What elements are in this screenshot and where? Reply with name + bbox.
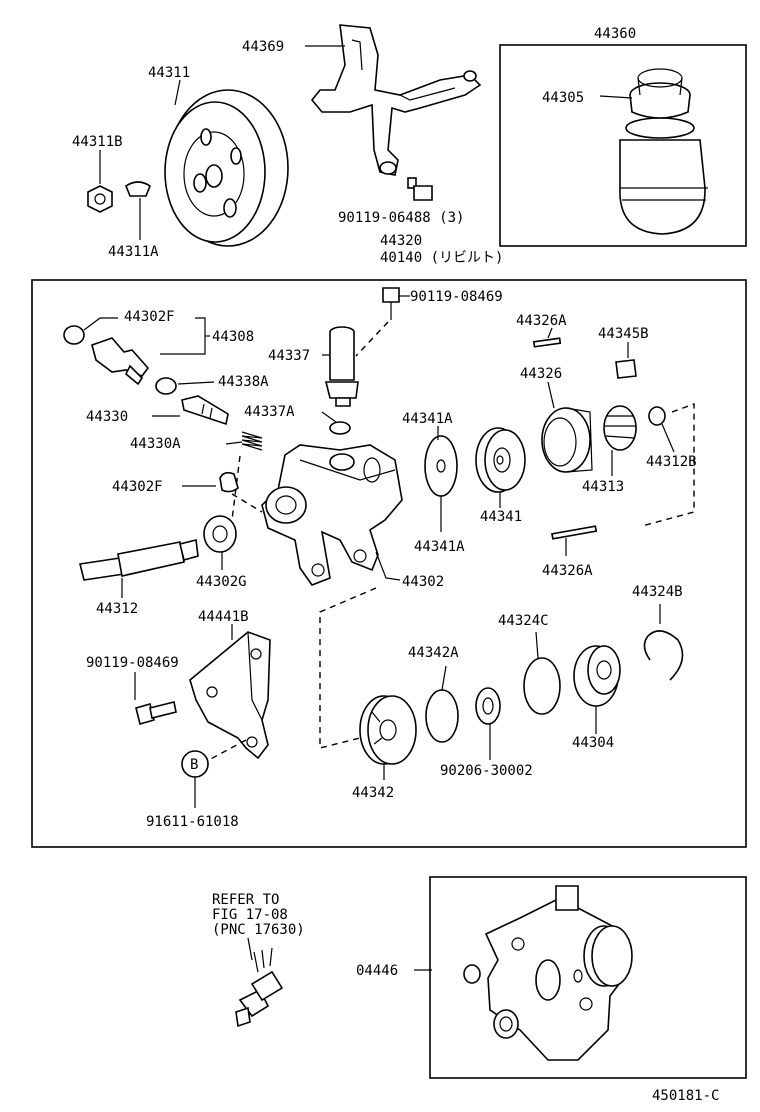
label-44313: 44313	[582, 479, 624, 495]
side-plate-44341	[475, 427, 526, 493]
fitting-44308	[91, 337, 150, 386]
label-44326: 44326	[520, 366, 562, 382]
label-44441B: 44441B	[198, 609, 249, 625]
shaft-44312	[79, 539, 199, 581]
bolt-90119-08469-bottom	[135, 701, 177, 725]
label-44324C: 44324C	[498, 613, 549, 629]
label-44320: 44320	[380, 233, 422, 249]
label-44360: 44360	[594, 26, 636, 42]
oring-44324C	[523, 657, 561, 715]
label-44302G: 44302G	[196, 574, 247, 590]
label-44312B: 44312B	[646, 454, 697, 470]
label-44341A-bottom: 44341A	[414, 539, 465, 555]
label-44341: 44341	[480, 509, 522, 525]
label-44330: 44330	[86, 409, 128, 425]
reservoir-box	[499, 44, 747, 247]
label-44305: 44305	[542, 90, 584, 106]
label-44308: 44308	[212, 329, 254, 345]
label-44311B: 44311B	[72, 134, 123, 150]
pump-assembly-box	[31, 279, 747, 848]
figure-code: 450181-C	[652, 1088, 719, 1104]
label-circle-b: B	[190, 757, 198, 773]
oring-44338A	[155, 377, 177, 395]
label-40140: 40140 (リビルト)	[380, 250, 503, 266]
oring-44337A	[329, 421, 351, 435]
bolt-90119-08469-top	[382, 287, 400, 320]
label-04446: 04446	[356, 963, 398, 979]
label-44326A-top: 44326A	[516, 313, 567, 329]
reservoir-44360	[619, 68, 708, 235]
label-91611-61018: 91611-61018	[146, 814, 239, 830]
bracket-44369	[310, 24, 482, 176]
label-44345B: 44345B	[598, 326, 649, 342]
label-44338A: 44338A	[218, 374, 269, 390]
label-44369: 44369	[242, 39, 284, 55]
cap-44302F-top	[63, 325, 85, 345]
pump-housing-44302	[261, 444, 403, 586]
nut-44311B	[87, 185, 113, 213]
plate-44341A-top	[424, 435, 458, 497]
seal-44302G	[203, 515, 237, 553]
kit-04446	[463, 885, 633, 1061]
label-44342A: 44342A	[408, 645, 459, 661]
cap-44302F-mid	[219, 471, 239, 493]
rotor-44313	[603, 405, 637, 451]
label-44324B: 44324B	[632, 584, 683, 600]
label-44326A-bottom: 44326A	[542, 563, 593, 579]
label-44304: 44304	[572, 735, 614, 751]
key-44311A	[125, 181, 151, 197]
kit-box	[429, 876, 747, 1079]
label-44302: 44302	[402, 574, 444, 590]
label-44341A-top: 44341A	[402, 411, 453, 427]
snap-ring-44312B	[648, 406, 666, 426]
pressure-switch	[235, 947, 284, 1028]
label-90119-08469-top: 90119-08469	[410, 289, 503, 305]
front-plate-44342	[359, 695, 417, 765]
label-44302F-mid: 44302F	[112, 479, 163, 495]
label-90119-08469-bottom: 90119-08469	[86, 655, 179, 671]
refer-line-2: FIG 17-08	[212, 907, 288, 923]
block-44345B	[615, 359, 637, 379]
oring-44342A	[425, 689, 459, 743]
pin-44326A-bottom	[551, 525, 598, 540]
label-44302F-top: 44302F	[124, 309, 175, 325]
connector-44337	[324, 326, 359, 407]
pulley-44311	[164, 89, 289, 247]
label-44337A: 44337A	[244, 404, 295, 420]
label-44311A: 44311A	[108, 244, 159, 260]
label-44342: 44342	[352, 785, 394, 801]
snap-ring-44324B	[643, 630, 684, 681]
label-90206-30002: 90206-30002	[440, 763, 533, 779]
refer-line-3: (PNC 17630)	[212, 922, 305, 938]
spring-44330A	[241, 431, 263, 451]
refer-line-1: REFER TO	[212, 892, 279, 908]
pin-44326A-top	[532, 337, 562, 348]
label-44337: 44337	[268, 348, 310, 364]
seal-90206-30002	[475, 687, 501, 725]
cam-ring-44326	[541, 407, 593, 473]
label-44330A: 44330A	[130, 436, 181, 452]
label-90119-06488: 90119-06488 (3)	[338, 210, 464, 226]
bolt-90119-06488	[407, 177, 433, 201]
valve-44330	[181, 395, 229, 426]
label-44311: 44311	[148, 65, 190, 81]
cover-44304	[573, 645, 621, 707]
label-44312: 44312	[96, 601, 138, 617]
bracket-44441B	[189, 631, 271, 760]
